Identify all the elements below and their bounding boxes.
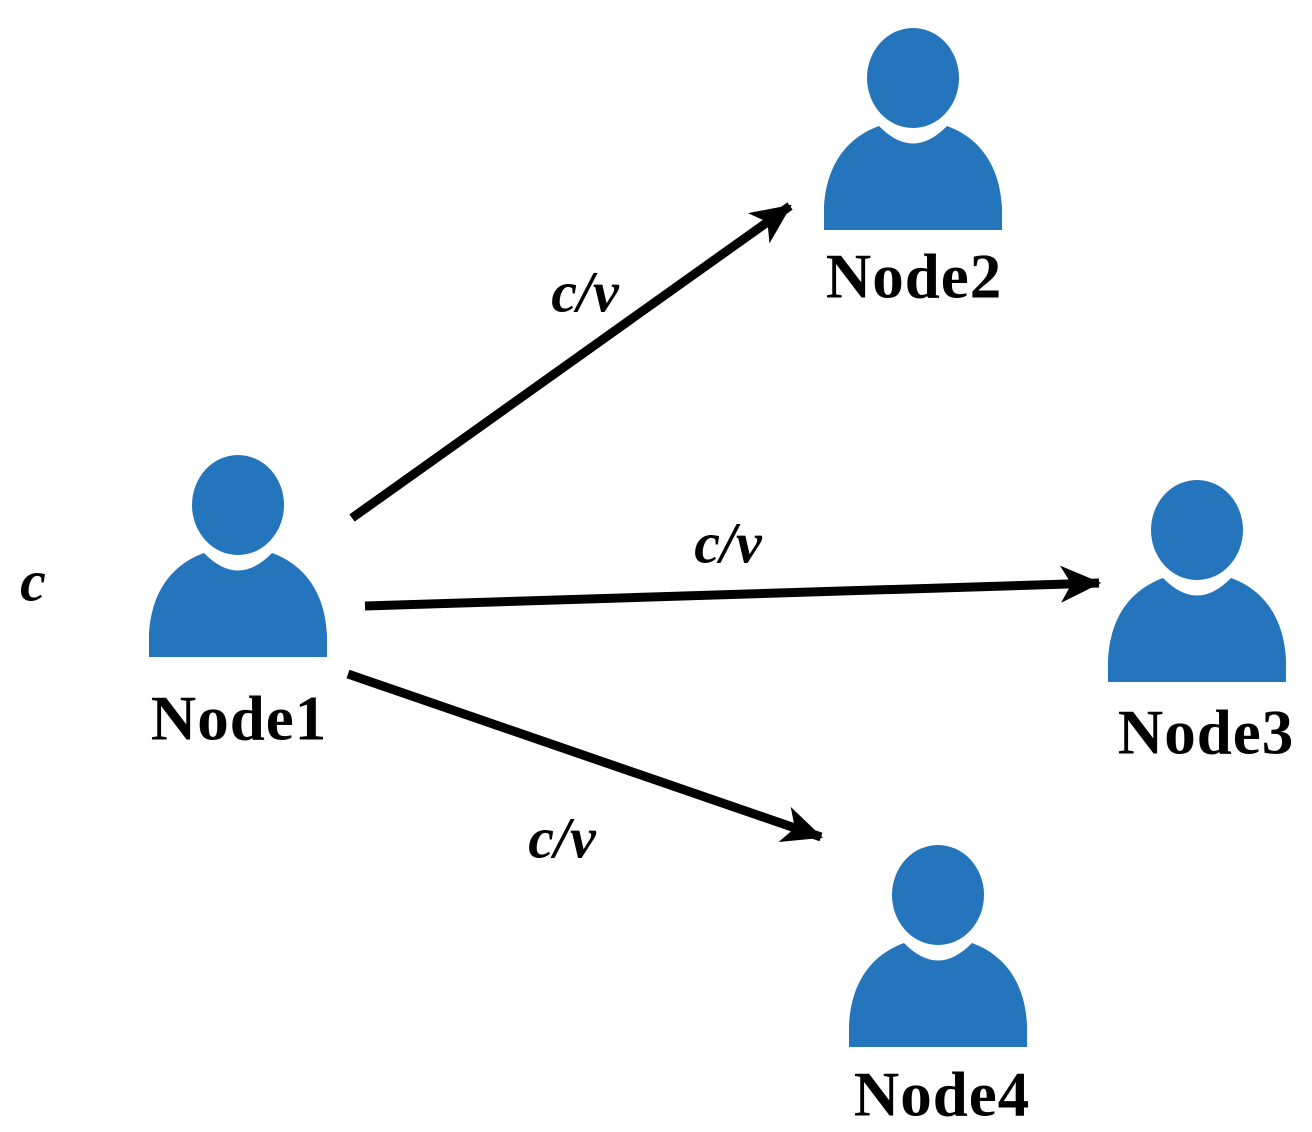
edge-label-node1-node4: c/v bbox=[528, 805, 596, 871]
person-icon bbox=[149, 455, 327, 657]
person-icon bbox=[1108, 480, 1286, 682]
node3-label: Node3 bbox=[1117, 697, 1295, 768]
edge-label-node1-node3: c/v bbox=[694, 510, 762, 576]
edge-arrow-node1-node4 bbox=[346, 669, 824, 843]
node4 bbox=[843, 845, 1033, 1050]
node1-label: Node1 bbox=[150, 683, 328, 754]
node1 bbox=[143, 455, 333, 660]
node3 bbox=[1102, 480, 1292, 685]
edge-arrow-node1-node3 bbox=[364, 565, 1102, 611]
edge-arrow-node1-node2 bbox=[349, 202, 793, 522]
source-capacity-label: c bbox=[20, 548, 46, 614]
node2-label: Node2 bbox=[825, 241, 1003, 312]
person-icon bbox=[824, 28, 1002, 230]
person-icon bbox=[849, 845, 1027, 1047]
edge-label-node1-node2: c/v bbox=[551, 259, 619, 325]
node2 bbox=[818, 28, 1008, 233]
node4-label: Node4 bbox=[853, 1059, 1031, 1130]
